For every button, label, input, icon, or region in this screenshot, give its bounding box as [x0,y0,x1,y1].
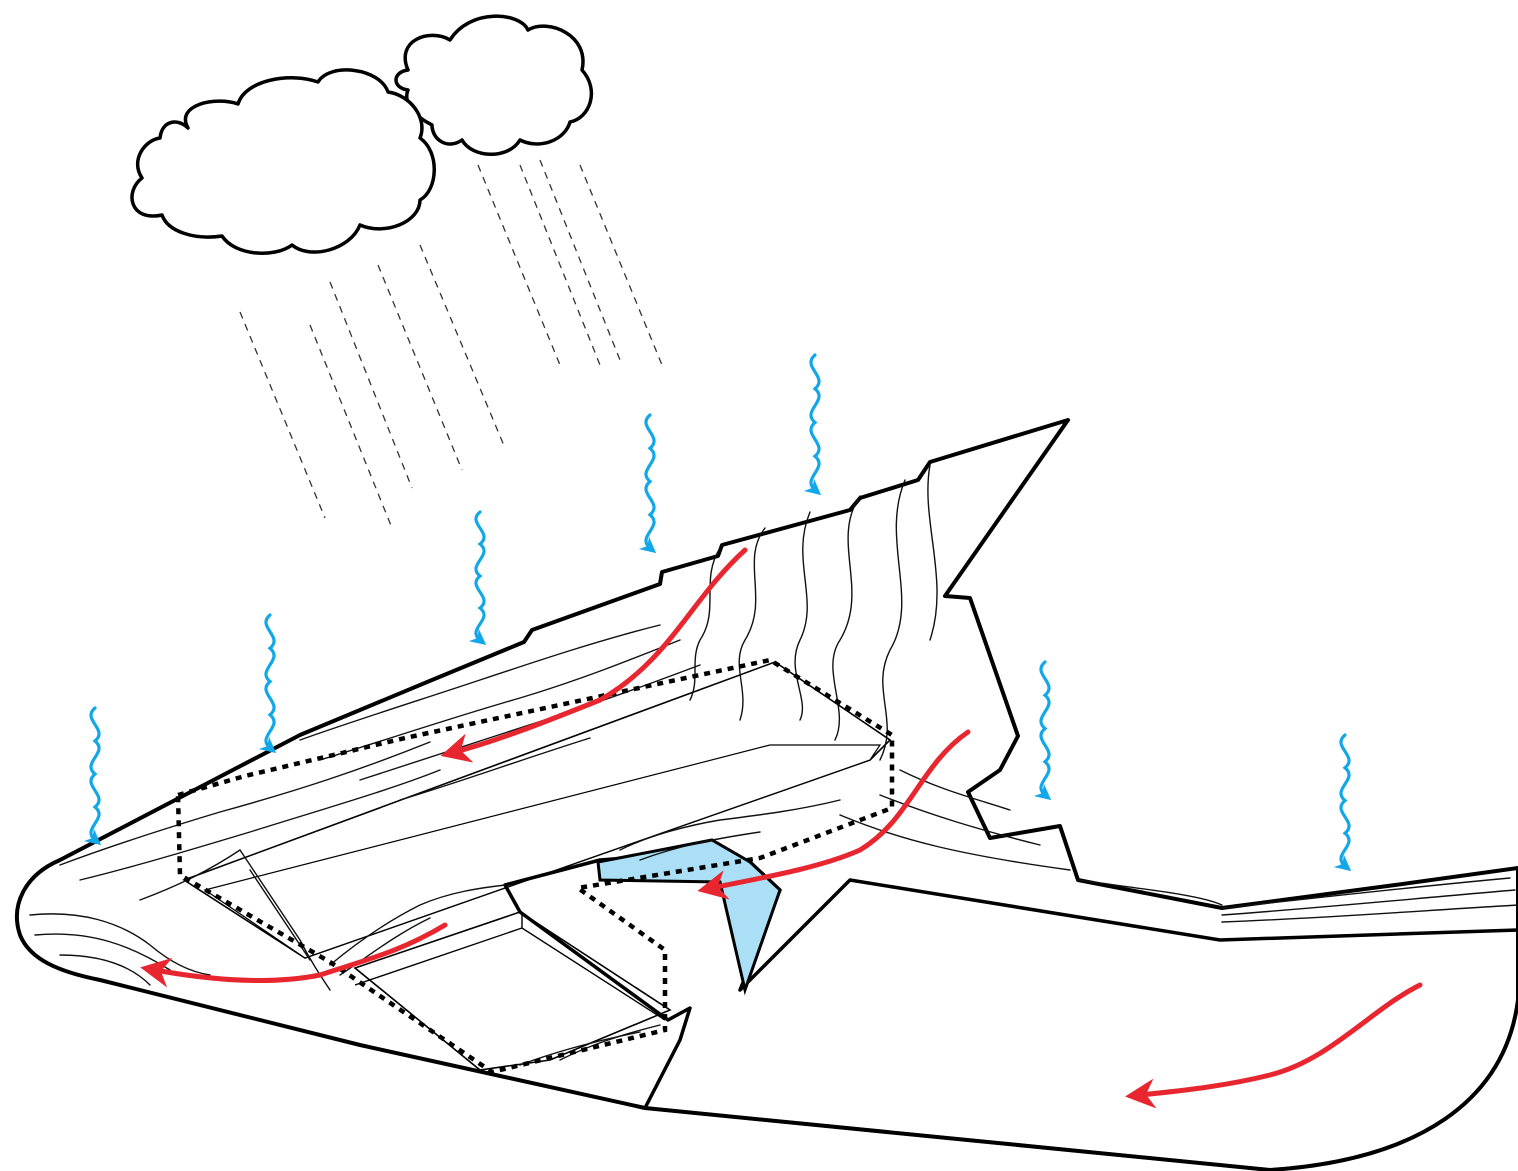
rain-streak [378,265,462,470]
rain-streak [330,282,412,488]
cloud-icon [132,70,434,253]
wavy-arrow-icon [476,512,484,640]
rain-streak [520,165,600,365]
wavy-arrow-icon [91,708,99,840]
paved-area [505,852,1518,1170]
rain-streak [580,165,662,365]
rain-streak [240,312,325,518]
wavy-arrow-icon [1341,735,1349,866]
rain-streak [540,160,622,365]
building-block [355,912,670,1070]
rain-streak [478,165,560,365]
wavy-arrow-icon [646,415,654,548]
contour-line [928,465,937,640]
cloud-icon [396,16,591,154]
rain-streak [420,245,505,448]
contour-line [300,625,660,740]
catchment-area [17,420,1518,1170]
runoff-arrow [1140,985,1420,1095]
wavy-arrow-icon [1041,662,1049,795]
contour-line [1222,905,1518,922]
contour-line [35,934,170,970]
wavy-arrow-icon [266,615,274,748]
wavy-arrow-icon [811,355,819,490]
contour-line [880,480,905,760]
paved-ledge [598,840,780,990]
rain-streak [310,325,392,528]
cloud-icon-group [132,16,591,253]
